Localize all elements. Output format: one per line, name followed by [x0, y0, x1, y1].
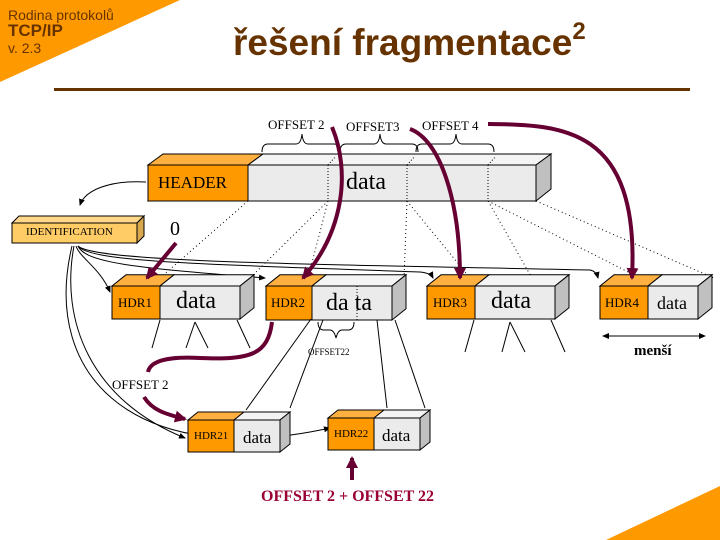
- original-data-label: data: [346, 169, 386, 195]
- fragment-hdr3-data-top: [473, 274, 571, 287]
- hdr21-label: HDR21: [194, 430, 229, 442]
- offset-4-label: OFFSET 4: [422, 118, 479, 133]
- title-superscript: 2: [572, 18, 586, 45]
- course-name: Rodina protokolů: [8, 7, 114, 23]
- hdr4-label: HDR4: [605, 295, 639, 310]
- offset-arrows: [142, 122, 639, 480]
- corner-triangle-top-left: [0, 0, 180, 82]
- header-label: HEADER: [158, 173, 227, 192]
- hdr1-label: HDR1: [118, 295, 152, 310]
- offset22-label: OFFSET22: [308, 347, 350, 357]
- offset22-brace: [317, 321, 355, 339]
- fragment-packets: [110, 273, 714, 454]
- title-text: řešení fragmentace: [233, 22, 573, 63]
- version: v. 2.3: [8, 40, 42, 56]
- offset-sum-label: OFFSET 2 + OFFSET 22: [261, 488, 435, 505]
- subfragment-hdr22-data-face: [373, 417, 421, 451]
- hdr1-data-label: data: [176, 288, 216, 314]
- header-to-id-arrow: [79, 181, 147, 206]
- fragment-hdr3-data-face: [474, 285, 556, 320]
- hdr21-data-label: data: [243, 428, 272, 447]
- hdr4-data-label: data: [657, 293, 687, 313]
- title-underline: [54, 88, 690, 91]
- corner-triangle-bottom-right: [606, 486, 720, 540]
- hdr3-label: HDR3: [433, 295, 467, 310]
- fragment-hdr2-data-top: [310, 274, 408, 287]
- offset-2-label: OFFSET 2: [268, 117, 325, 132]
- zero-offset-label: 0: [170, 218, 180, 240]
- page-title: řešení fragmentace2: [233, 18, 586, 64]
- hdr2-label: HDR2: [271, 295, 305, 310]
- subfragment-hdr21-data-face: [233, 419, 281, 453]
- offset-3-label: OFFSET3: [346, 119, 400, 134]
- fragment-hdr1-data-face: [159, 285, 241, 320]
- identification-label: IDENTIFICATION: [26, 226, 113, 238]
- smaller-label: menší: [634, 343, 672, 359]
- offset-braces: [261, 133, 495, 153]
- hdr22-data-label: data: [382, 426, 411, 445]
- identification-box: [10, 214, 146, 245]
- offset-2-sub-label: OFFSET 2: [112, 377, 169, 392]
- fragment-hdr1-data-top: [158, 274, 256, 287]
- hdr3-data-label: data: [491, 288, 531, 314]
- hdr22-label: HDR22: [334, 428, 369, 440]
- fragment-hdr2-data-face: [311, 285, 393, 321]
- fragment-lines: [151, 318, 706, 411]
- mapping-lines: [159, 200, 715, 279]
- course-title: TCP/IP: [8, 21, 63, 40]
- fragment-hdr4-data-face: [647, 285, 699, 320]
- hdr2-data-label: da ta: [326, 290, 372, 316]
